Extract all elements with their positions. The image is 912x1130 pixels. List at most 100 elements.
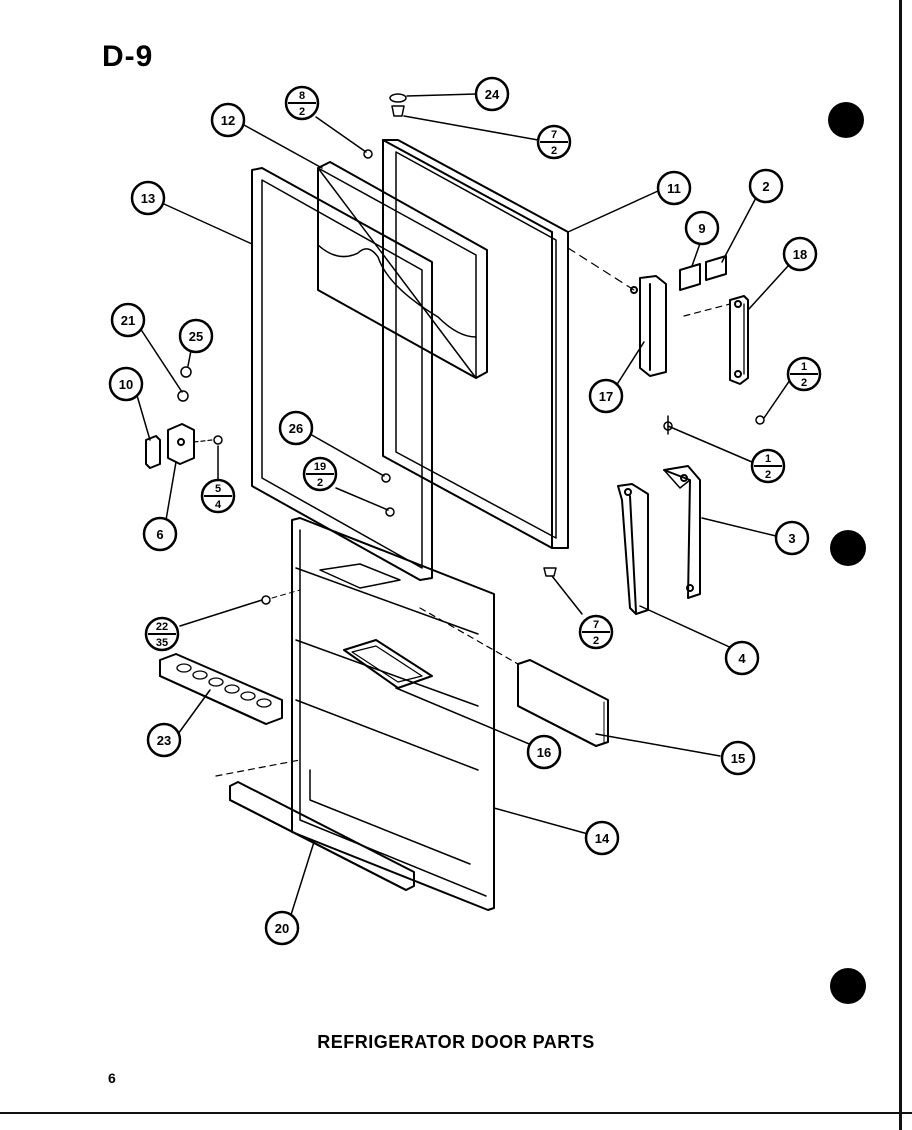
svg-text:17: 17 bbox=[599, 389, 613, 404]
svg-text:9: 9 bbox=[698, 221, 705, 236]
svg-text:5: 5 bbox=[215, 483, 221, 495]
callout-1-over-2-hinge: 1 2 bbox=[750, 448, 786, 484]
egg-tray bbox=[159, 653, 283, 725]
svg-text:4: 4 bbox=[215, 499, 222, 511]
svg-text:2: 2 bbox=[551, 145, 557, 157]
svg-text:26: 26 bbox=[289, 421, 303, 436]
door-gasket bbox=[251, 167, 433, 581]
svg-text:22: 22 bbox=[156, 621, 168, 633]
callout-12: 12 bbox=[210, 102, 246, 138]
callout-4: 4 bbox=[724, 640, 760, 676]
page-number: 6 bbox=[108, 1070, 116, 1086]
bushing-top bbox=[391, 105, 405, 117]
svg-text:35: 35 bbox=[156, 637, 168, 649]
svg-text:23: 23 bbox=[157, 733, 171, 748]
callout-11: 11 bbox=[656, 170, 692, 206]
hinge-block bbox=[167, 423, 213, 465]
svg-text:15: 15 bbox=[731, 751, 745, 766]
top-hinge-assembly bbox=[663, 465, 701, 599]
svg-text:14: 14 bbox=[595, 831, 610, 846]
screw-5-4 bbox=[213, 435, 223, 445]
svg-text:11: 11 bbox=[667, 181, 681, 196]
svg-text:19: 19 bbox=[314, 461, 326, 473]
callout-25: 25 bbox=[178, 318, 214, 354]
svg-text:2: 2 bbox=[299, 106, 305, 118]
svg-text:20: 20 bbox=[275, 921, 289, 936]
callout-13: 13 bbox=[130, 180, 166, 216]
shelf-rail bbox=[419, 607, 609, 747]
callout-1-over-2-handle: 1 2 bbox=[786, 356, 822, 392]
page-label: D-9 bbox=[102, 40, 154, 73]
svg-text:6: 6 bbox=[156, 527, 163, 542]
svg-text:25: 25 bbox=[189, 329, 203, 344]
screw-1-2-handle bbox=[755, 415, 765, 425]
svg-text:10: 10 bbox=[119, 377, 133, 392]
svg-text:24: 24 bbox=[485, 87, 500, 102]
bottom-trim-strip bbox=[215, 759, 415, 891]
svg-text:4: 4 bbox=[738, 651, 746, 666]
svg-text:2: 2 bbox=[801, 377, 807, 389]
svg-text:1: 1 bbox=[801, 361, 807, 373]
svg-text:2: 2 bbox=[317, 477, 323, 489]
callout-2: 2 bbox=[748, 168, 784, 204]
callout-14: 14 bbox=[584, 820, 620, 856]
svg-text:2: 2 bbox=[765, 469, 771, 481]
svg-text:21: 21 bbox=[121, 313, 135, 328]
svg-text:2: 2 bbox=[593, 635, 599, 647]
door-handle bbox=[683, 295, 749, 385]
outer-door-panel bbox=[382, 139, 569, 549]
diagram-caption: REFRIGERATOR DOOR PARTS bbox=[317, 1032, 595, 1052]
callout-6: 6 bbox=[142, 516, 178, 552]
svg-text:12: 12 bbox=[221, 113, 235, 128]
cap-fastener-24 bbox=[389, 93, 407, 103]
binder-hole-bottom bbox=[830, 968, 866, 1004]
svg-text:8: 8 bbox=[299, 90, 305, 102]
screw-19-2 bbox=[385, 507, 395, 517]
screw-22-35 bbox=[261, 595, 271, 605]
callout-15: 15 bbox=[720, 740, 756, 776]
svg-text:16: 16 bbox=[537, 745, 551, 760]
bottom-border-line bbox=[0, 1112, 912, 1114]
callout-3: 3 bbox=[774, 520, 810, 556]
door-insulation-block bbox=[317, 161, 488, 379]
callout-20: 20 bbox=[264, 910, 300, 946]
callout-9: 9 bbox=[684, 210, 720, 246]
svg-text:2: 2 bbox=[762, 179, 769, 194]
callout-7-over-2-mid: 7 2 bbox=[578, 614, 614, 650]
svg-text:13: 13 bbox=[141, 191, 155, 206]
hinge-plate bbox=[145, 435, 161, 469]
svg-text:1: 1 bbox=[765, 453, 771, 465]
callout-17: 17 bbox=[588, 378, 624, 414]
callout-26: 26 bbox=[278, 410, 314, 446]
svg-text:3: 3 bbox=[788, 531, 795, 546]
callout-22-over-35: 22 35 bbox=[144, 616, 180, 652]
right-border-line bbox=[899, 0, 902, 1130]
callout-19-over-2: 19 2 bbox=[302, 456, 338, 492]
callout-16: 16 bbox=[526, 734, 562, 770]
hinge-mounting-bracket bbox=[567, 247, 667, 377]
callout-23: 23 bbox=[146, 722, 182, 758]
washer-25 bbox=[180, 366, 192, 378]
screw-26 bbox=[381, 473, 391, 483]
svg-text:7: 7 bbox=[551, 129, 557, 141]
inner-door-liner bbox=[291, 517, 495, 911]
callout-10: 10 bbox=[108, 366, 144, 402]
callout-7-over-2-top: 7 2 bbox=[536, 124, 572, 160]
callout-18: 18 bbox=[782, 236, 818, 272]
hinge-bracket bbox=[617, 483, 649, 615]
callout-24: 24 bbox=[474, 76, 510, 112]
bushing-bottom bbox=[543, 567, 557, 577]
fasteners bbox=[177, 93, 765, 605]
svg-text:7: 7 bbox=[593, 619, 599, 631]
binder-hole-middle bbox=[830, 530, 866, 566]
nut-21 bbox=[177, 390, 189, 402]
callout-5-over-4: 5 4 bbox=[200, 478, 236, 514]
binder-hole-top bbox=[828, 102, 864, 138]
spacer-plates bbox=[679, 255, 727, 291]
screw-8-2 bbox=[363, 149, 373, 159]
butter-compartment bbox=[343, 639, 433, 689]
callout-8-over-2: 8 2 bbox=[284, 85, 320, 121]
callout-21: 21 bbox=[110, 302, 146, 338]
